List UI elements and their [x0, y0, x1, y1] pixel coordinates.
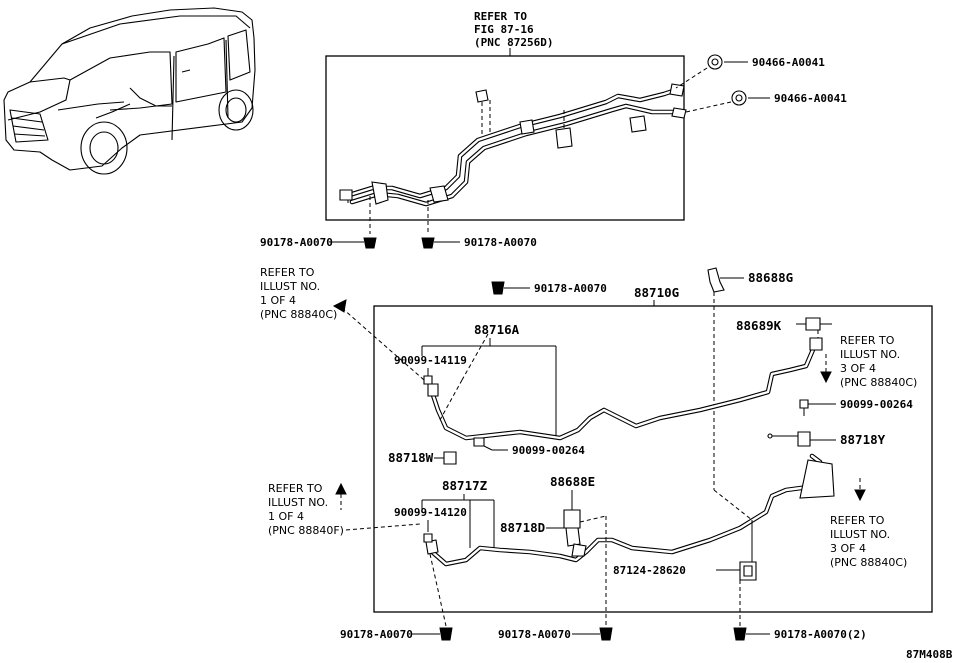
refer-top-line-3: (PNC 87256D) [474, 36, 553, 49]
bolt-center-label: 90099-00264 [512, 444, 585, 457]
clamp-bracket-label: 87124-28620 [613, 564, 686, 577]
vehicle-illustration [3, 7, 256, 175]
clip-top-left: 90178-A0070 [260, 196, 377, 249]
bolt-lower-left-label: 90099-14120 [394, 506, 467, 519]
refer-left-1-note: REFER TO ILLUST NO. 1 OF 4 (PNC 88840C) [260, 266, 425, 381]
clamp-right-label: 88718Y [840, 432, 886, 447]
clamp-bracket: 87124-28620 [613, 520, 757, 581]
clip-bottom-right: 90178-A0070(2) [733, 580, 867, 641]
upper-pipe-run [343, 83, 687, 207]
bracket-top: 88688G [707, 267, 793, 521]
clamp-mid: 88718D [500, 515, 607, 557]
refer-right-2-line-1: REFER TO [830, 514, 885, 527]
refer-left-2-note: REFER TO ILLUST NO. 1 OF 4 (PNC 88840F) [268, 482, 421, 537]
refer-left-1-line-3: 1 OF 4 [260, 294, 296, 307]
assembly-label: 88710G [634, 285, 679, 300]
refer-right-2-note: REFER TO ILLUST NO. 3 OF 4 (PNC 88840C) [830, 478, 907, 569]
clip-top-left-label: 90178-A0070 [260, 236, 333, 249]
stud-top-label: 88689K [736, 318, 782, 333]
grommet-lower-label: 90466-A0041 [774, 92, 847, 105]
stud-top: 88689K [736, 317, 832, 344]
grommet-lower: 90466-A0041 [685, 90, 847, 113]
clip-mid: 90178-A0070 [491, 281, 607, 295]
svg-text:FIG 87-16: FIG 87-16 [474, 23, 534, 36]
clip-bottom-mid: 90178-A0070 [498, 516, 613, 641]
clamp-upper-b [519, 119, 535, 135]
clip-bottom-left-label: 90178-A0070 [340, 628, 413, 641]
tube-upper-label: 88716A [474, 322, 520, 337]
upper-assembly-box [325, 55, 685, 221]
svg-text:(PNC 87256D): (PNC 87256D) [474, 36, 553, 49]
bolt-lower-left: 90099-14120 [394, 506, 467, 543]
refer-left-1-line-1: REFER TO [260, 266, 315, 279]
refer-top-line-2: FIG 87-16 [474, 23, 534, 36]
tube-lower-label: 88717Z [442, 478, 488, 493]
refer-left-2-line-2: ILLUST NO. [268, 496, 328, 509]
clamp-right: 88718Y [767, 431, 886, 447]
lower-assembly-box [373, 305, 933, 613]
assembly-label-group: 88710G [634, 285, 679, 306]
clip-mid-label: 90178-A0070 [534, 282, 607, 295]
clamp-upper-d [629, 115, 647, 133]
refer-left-2-line-1: REFER TO [268, 482, 323, 495]
refer-right-1-line-1: REFER TO [840, 334, 895, 347]
clip-top-mid-label: 90178-A0070 [464, 236, 537, 249]
clamp-left-label: 88718W [388, 450, 434, 465]
refer-left-1-line-2: ILLUST NO. [260, 280, 320, 293]
grommet-upper: 90466-A0041 [675, 54, 825, 89]
clamp-upper-a [475, 89, 489, 103]
bolt-upper-left-label: 90099-14119 [394, 354, 467, 367]
clip-bottom-right-label: 90178-A0070(2) [774, 628, 867, 641]
refer-left-2-line-4: (PNC 88840F) [268, 524, 344, 537]
bolt-right-label: 90099-00264 [840, 398, 913, 411]
tube-upper: 88716A [421, 322, 823, 441]
refer-right-1-line-3: 3 OF 4 [840, 362, 876, 375]
bolt-right: 90099-00264 [799, 398, 913, 416]
tube-lower: 88717Z [421, 453, 835, 567]
upper-clamps [339, 89, 647, 204]
arrow-up-icon [335, 482, 347, 495]
refer-right-2-line-4: (PNC 88840C) [830, 556, 907, 569]
svg-text:REFER TO: REFER TO [474, 10, 527, 23]
refer-top-note: REFER TO FIG 87-16 (PNC 87256D) [474, 10, 553, 56]
clip-top-mid: 90178-A0070 [421, 200, 537, 249]
refer-right-2-line-3: 3 OF 4 [830, 542, 866, 555]
bolt-center: 90099-00264 [473, 437, 585, 457]
bracket-mid: 88688E [550, 474, 595, 529]
refer-left-2-line-3: 1 OF 4 [268, 510, 304, 523]
clamp-mid-label: 88718D [500, 520, 545, 535]
refer-right-1-line-4: (PNC 88840C) [840, 376, 917, 389]
arrow-down-icon [854, 489, 866, 502]
refer-left-1-line-4: (PNC 88840C) [260, 308, 337, 321]
clamp-left: 88718W [388, 450, 457, 465]
clip-bottom-mid-label: 90178-A0070 [498, 628, 571, 641]
arrow-down-icon [820, 371, 832, 384]
refer-right-2-line-2: ILLUST NO. [830, 528, 890, 541]
refer-right-1-line-2: ILLUST NO. [840, 348, 900, 361]
clip-bottom-left: 90178-A0070 [340, 553, 453, 641]
refer-top-line-1: REFER TO [474, 10, 527, 23]
figure-code: 87M408B [906, 648, 953, 661]
grommet-upper-label: 90466-A0041 [752, 56, 825, 69]
bracket-mid-label: 88688E [550, 474, 595, 489]
bolt-upper-left: 90099-14119 [394, 354, 467, 385]
refer-right-1-note: REFER TO ILLUST NO. 3 OF 4 (PNC 88840C) [820, 334, 917, 389]
clamp-upper-c [555, 127, 573, 149]
bracket-top-label: 88688G [748, 270, 793, 285]
